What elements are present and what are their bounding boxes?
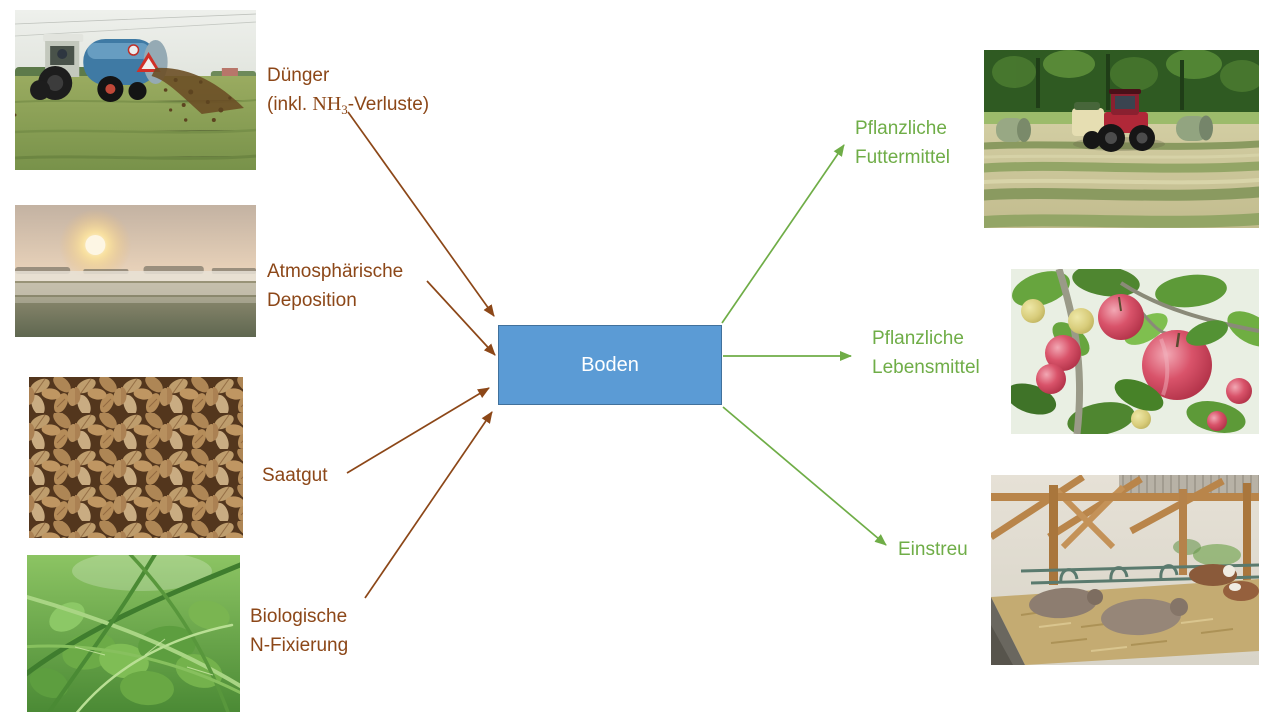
label-pflanzliche-futtermittel: Pflanzliche Futtermittel <box>855 114 950 172</box>
label-saatgut: Saatgut <box>262 461 328 490</box>
photo-sunrise-fog <box>15 205 256 337</box>
grain-photo-art <box>29 377 243 538</box>
label-duenger-line2: (inkl. NH3-Verluste) <box>267 90 429 124</box>
arrow-boden-to-einstreu <box>722 406 887 546</box>
label-atmosphaerische-deposition: Atmosphärische Deposition <box>267 257 403 315</box>
label-saatgut-text: Saatgut <box>262 465 328 486</box>
nh3-formula: NH <box>312 93 342 115</box>
arrow-saatgut-to-boden <box>346 387 490 474</box>
barn-photo-art <box>991 475 1259 665</box>
label-pflanzliche-lebensmittel: Pflanzliche Lebensmittel <box>872 324 980 382</box>
arrow-boden-to-futtermittel <box>721 144 845 324</box>
label-biologische-n-fixierung: Biologische N-Fixierung <box>250 602 348 660</box>
hay-photo-art <box>984 50 1259 228</box>
apples-photo-art <box>1011 269 1259 434</box>
label-deposition-line1: Atmosphärische <box>267 261 404 282</box>
label-einstreu-text: Einstreu <box>898 539 968 560</box>
photo-cow-barn <box>991 475 1259 665</box>
nh3-subscript: 3 <box>341 102 348 117</box>
label-futtermittel-line2: Futtermittel <box>855 147 951 168</box>
clover-photo-art <box>27 555 240 712</box>
photo-apples <box>1011 269 1259 434</box>
photo-hay-baling <box>984 50 1259 228</box>
label-deposition-line2: Deposition <box>267 290 357 311</box>
boden-box-label: Boden <box>581 353 639 376</box>
label-lebensmittel-line1: Pflanzliche <box>872 328 964 349</box>
label-duenger-line1: Dünger <box>267 65 330 86</box>
label-nfixierung-line1: Biologische <box>250 606 348 627</box>
arrow-nfixierung-to-boden <box>364 411 493 599</box>
photo-grain-seeds <box>29 377 243 538</box>
label-lebensmittel-line2: Lebensmittel <box>872 357 980 378</box>
duenger-line2-prefix: (inkl. <box>267 94 313 115</box>
sunrise-photo-art <box>15 205 256 337</box>
duenger-line2-suffix: -Verluste) <box>347 94 430 115</box>
label-duenger: Dünger (inkl. NH3-Verluste) <box>267 61 429 124</box>
label-futtermittel-line1: Pflanzliche <box>855 118 947 139</box>
fertilizer-photo-art <box>15 10 256 170</box>
photo-clover-grass <box>27 555 240 712</box>
photo-fertilizer-spreading <box>15 10 256 170</box>
arrow-deposition-to-boden <box>426 280 496 356</box>
label-einstreu: Einstreu <box>898 535 968 564</box>
boden-box: Boden <box>498 325 722 405</box>
label-nfixierung-line2: N-Fixierung <box>250 635 349 656</box>
